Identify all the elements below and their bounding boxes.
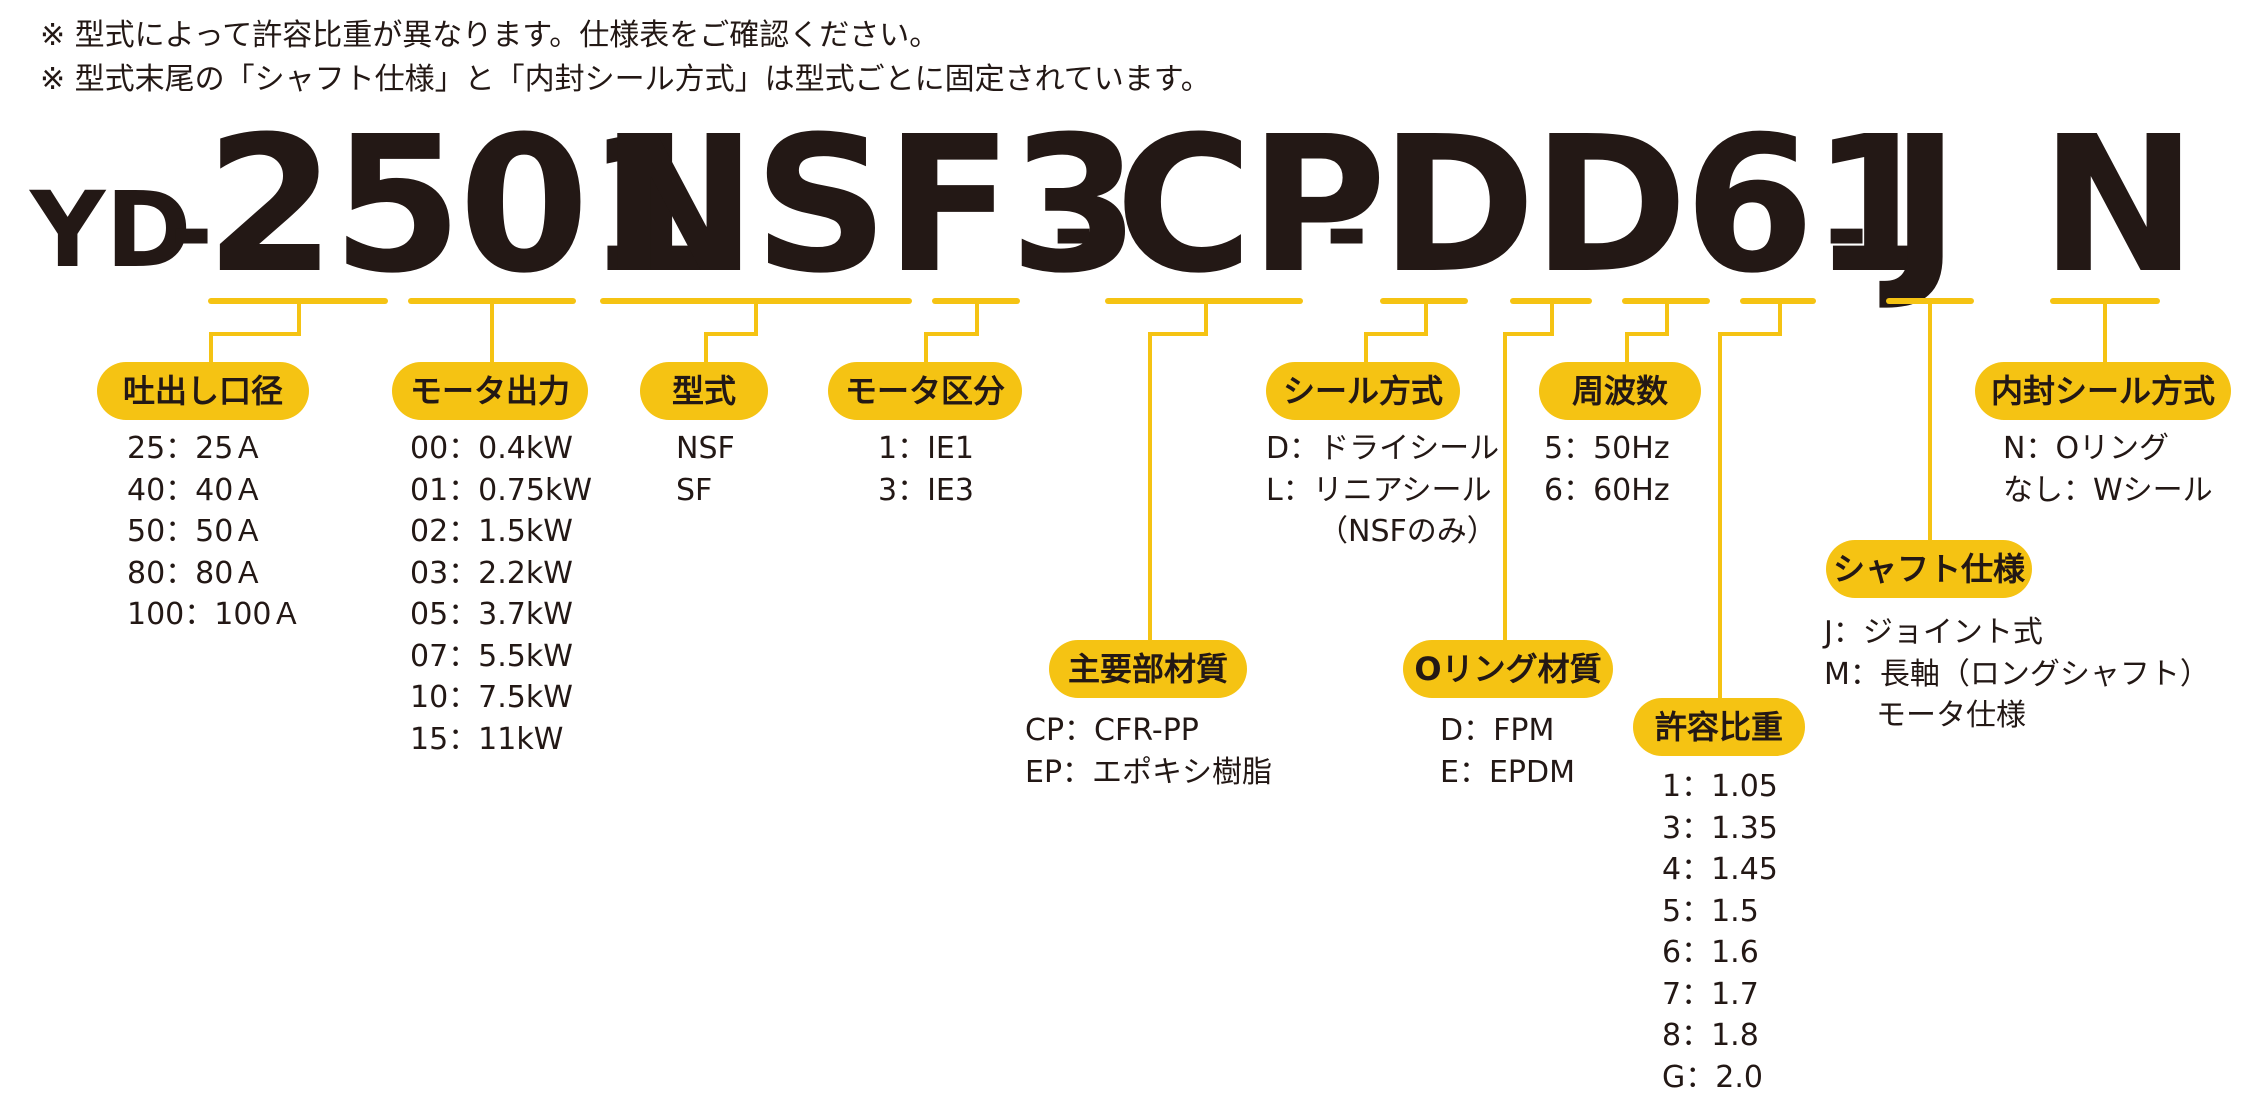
option-item: 02：1.5kW [410,511,592,553]
code-inner-seal: N [2040,112,2193,300]
option-item: 5：1.5 [1662,891,1778,933]
options-specific-gravity: 1：1.05 3：1.35 4：1.45 5：1.5 6：1.6 7：1.7 8… [1662,766,1778,1098]
note-line-1: ※ 型式によって許容比重が異なります。仕様表をご確認ください。 [40,18,939,54]
options-motor-class: 1：IE1 3：IE3 [878,428,974,511]
label-discharge-bore: 吐出し口径 [97,362,309,420]
option-item: CP：CFR-PP [1025,710,1272,752]
connector [1364,332,1428,336]
label-oring-material: Oリング材質 [1403,640,1613,698]
option-item: 1：IE1 [878,428,974,470]
option-item: モータ仕様 [1824,695,2210,737]
connector [490,304,494,370]
option-item: 10：7.5kW [410,677,592,719]
option-item: SF [676,470,735,512]
connector [1503,332,1554,336]
option-item: （NSFのみ） [1266,511,1499,553]
label-shaft-spec: シャフト仕様 [1826,540,2032,598]
options-frequency: 5：50Hz 6：60Hz [1544,428,1670,511]
code-dash-3: - [1325,178,1368,282]
label-model-type: 型式 [640,362,768,420]
connector [924,332,979,336]
option-item: 5：50Hz [1544,428,1670,470]
options-motor-output: 00：0.4kW 01：0.75kW 02：1.5kW 03：2.2kW 05：… [410,428,592,760]
option-item: 03：2.2kW [410,553,592,595]
connector [1148,332,1208,336]
option-item: N：Oリング [2003,428,2213,470]
option-item: 80：80Ａ [127,553,302,595]
option-item: NSF [676,428,735,470]
option-item: M：長軸（ロングシャフト） [1824,654,2210,696]
connector [1718,332,1722,698]
option-item: 05：3.7kW [410,594,592,636]
label-seal-type: シール方式 [1266,362,1460,420]
label-inner-seal: 内封シール方式 [1975,362,2231,420]
option-item: 50：50Ａ [127,511,302,553]
connector [209,332,301,336]
option-item: D：FPM [1440,710,1575,752]
option-item: 100：100Ａ [127,594,302,636]
code-dash-4: - [1825,178,1868,282]
option-item: 8：1.8 [1662,1015,1778,1057]
option-item: 15：11kW [410,719,592,761]
option-item: L：リニアシール [1266,470,1499,512]
options-seal-type: D：ドライシール L：リニアシール （NSFのみ） [1266,428,1499,553]
option-item: 01：0.75kW [410,470,592,512]
option-item: 1：1.05 [1662,766,1778,808]
code-shaft: J [1890,112,1956,300]
label-main-material: 主要部材質 [1049,640,1247,698]
option-item: D：ドライシール [1266,428,1499,470]
label-frequency: 周波数 [1539,362,1701,420]
option-item: G：2.0 [1662,1057,1778,1098]
connector [2103,304,2107,370]
options-discharge-bore: 25：25Ａ 40：40Ａ 50：50Ａ 80：80Ａ 100：100Ａ [127,428,302,636]
option-item: 40：40Ａ [127,470,302,512]
note-line-2: ※ 型式末尾の「シャフト仕様」と「内封シール方式」は型式ごとに固定されています。 [40,62,1211,98]
option-item: EP：エポキシ樹脂 [1025,752,1272,794]
options-inner-seal: N：Oリング なし：Wシール [2003,428,2213,511]
option-item: 07：5.5kW [410,636,592,678]
label-motor-output: モータ出力 [392,362,588,420]
option-item: 00：0.4kW [410,428,592,470]
option-item: 25：25Ａ [127,428,302,470]
option-item: 6：60Hz [1544,470,1670,512]
connector [1928,304,1932,558]
options-oring-material: D：FPM E：EPDM [1440,710,1575,793]
code-dash-2: - [1052,178,1095,282]
option-item: E：EPDM [1440,752,1575,794]
label-motor-class: モータ区分 [828,362,1022,420]
code-prefix: YD [30,178,192,282]
connector [1503,332,1507,640]
option-item: J：ジョイント式 [1824,612,2210,654]
connector [1148,332,1152,640]
label-specific-gravity: 許容比重 [1633,698,1805,756]
options-shaft-spec: J：ジョイント式 M：長軸（ロングシャフト） モータ仕様 [1824,612,2210,737]
options-model-type: NSF SF [676,428,735,511]
option-item: 7：1.7 [1662,974,1778,1016]
option-item: 6：1.6 [1662,932,1778,974]
option-item: 3：1.35 [1662,808,1778,850]
connector [1718,332,1782,336]
options-main-material: CP：CFR-PP EP：エポキシ樹脂 [1025,710,1272,793]
option-item: 3：IE3 [878,470,974,512]
option-item: なし：Wシール [2003,470,2213,512]
connector [1625,332,1669,336]
option-item: 4：1.45 [1662,849,1778,891]
connector [704,332,758,336]
